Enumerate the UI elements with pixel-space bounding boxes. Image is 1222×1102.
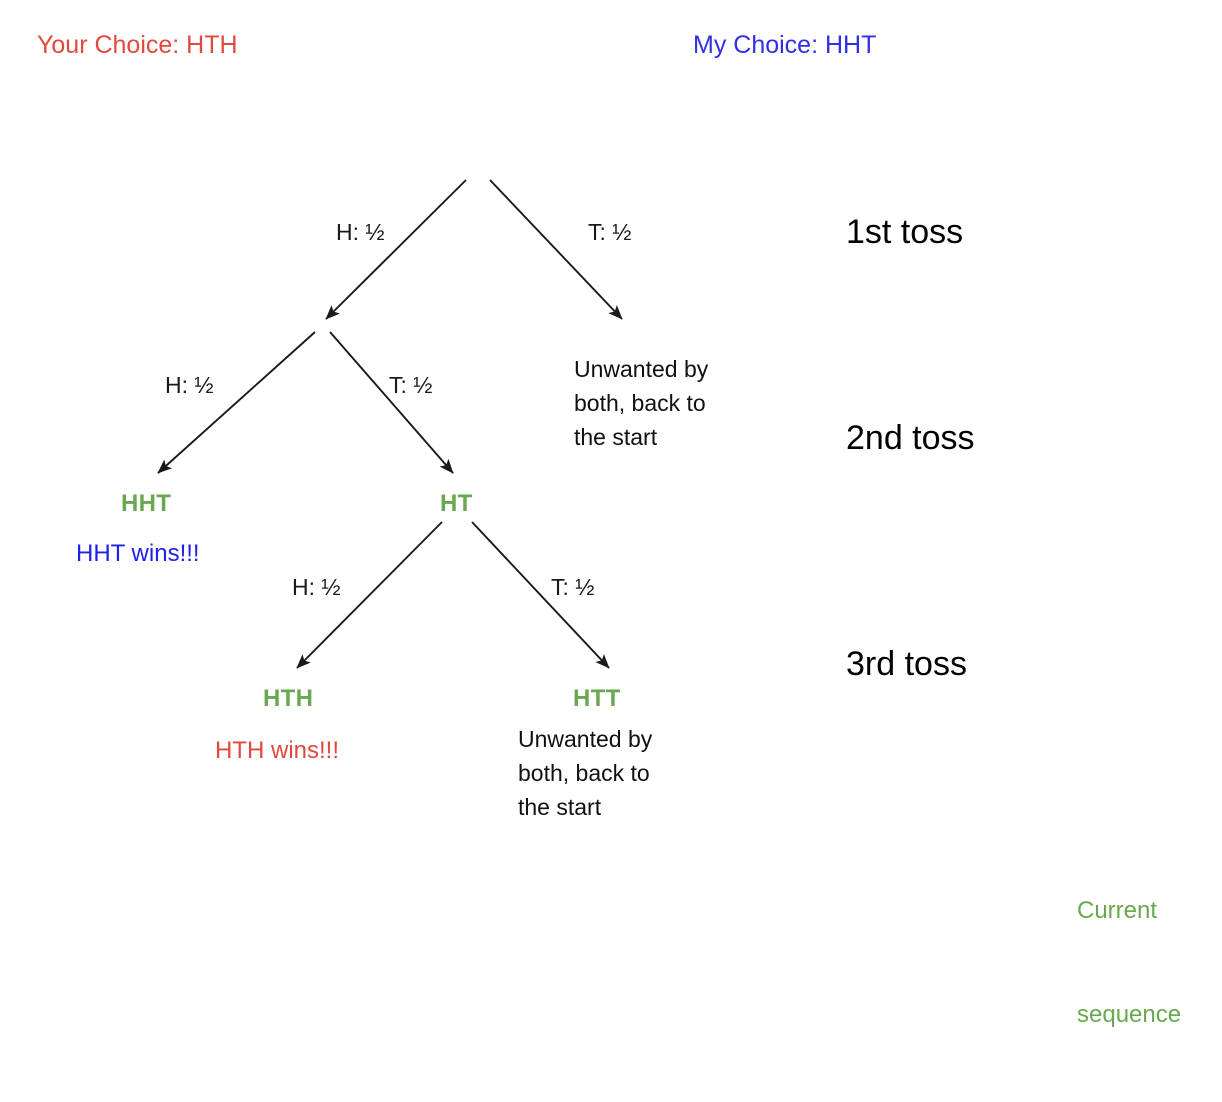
stage-label-1st-toss: 1st toss	[846, 213, 964, 251]
legend-current-sequence: Current sequence	[1077, 824, 1181, 1102]
edge-label-toss2-tails: T: ½	[389, 372, 433, 398]
edge-h-heads	[157, 331, 316, 474]
my-choice-label: My Choice: HHT	[693, 31, 877, 59]
legend-line-1: Current	[1077, 896, 1158, 924]
edge-label-toss3-heads: H: ½	[292, 574, 341, 600]
edge-label-toss2-heads: H: ½	[165, 372, 214, 398]
your-choice-label: Your Choice: HTH	[37, 31, 238, 59]
edge-root-heads	[325, 179, 467, 320]
node-htt: HTT	[573, 685, 621, 712]
outcome-hht-wins: HHT wins!!!	[76, 540, 200, 567]
edge-h-tails	[329, 331, 454, 474]
edge-root-tails	[489, 179, 623, 320]
edge-label-toss1-heads: H: ½	[336, 219, 385, 245]
edge-label-toss1-tails: T: ½	[588, 219, 632, 245]
outcome-hth-wins: HTH wins!!!	[215, 737, 340, 764]
node-hht: HHT	[121, 490, 172, 517]
stage-label-3rd-toss: 3rd toss	[846, 645, 967, 683]
edge-label-toss3-tails: T: ½	[551, 574, 595, 600]
stage-label-2nd-toss: 2nd toss	[846, 419, 975, 457]
node-hth: HTH	[263, 685, 314, 712]
diagram-canvas: Your Choice: HTH My Choice: HHT H: ½ T: …	[37, 31, 1181, 1028]
legend-line-2: sequence	[1077, 1000, 1182, 1028]
node-ht: HT	[440, 490, 473, 517]
